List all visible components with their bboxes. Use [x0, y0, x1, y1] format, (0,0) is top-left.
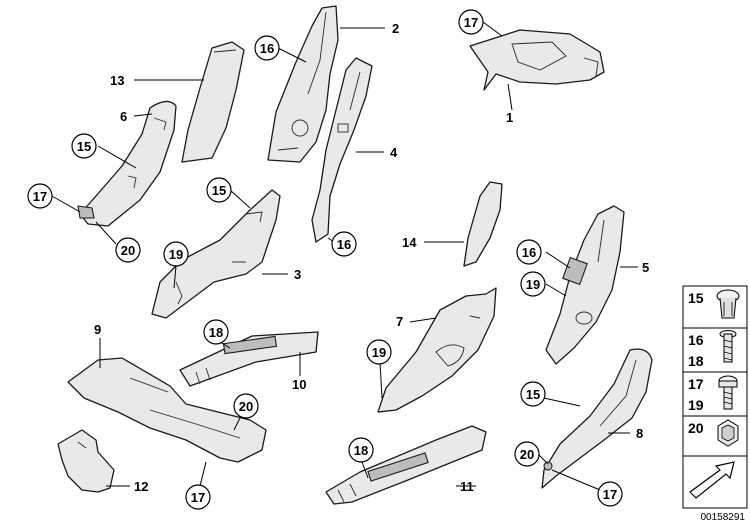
- part-11-rear-sill-plate: [325, 425, 487, 505]
- callout-18-bottom: 18: [348, 437, 374, 463]
- label-part-10: 10: [292, 377, 306, 392]
- part-7-center-sill-trim: [377, 287, 497, 413]
- direction-arrow-icon: [689, 461, 735, 499]
- part-13-pillar-strip: [181, 41, 245, 163]
- hardware-legend: 15 16 18 17 19 20: [682, 285, 748, 509]
- svg-text:19: 19: [372, 345, 386, 360]
- callout-17-left: 17: [27, 183, 53, 209]
- bolt-icon: [719, 330, 737, 363]
- label-part-7: 7: [396, 314, 403, 329]
- callout-15-right: 15: [520, 381, 546, 407]
- callout-16-upper: 16: [254, 35, 280, 61]
- catalog-number: 00158291: [701, 512, 746, 523]
- callout-18-left: 18: [203, 319, 229, 345]
- label-part-3: 3: [294, 267, 301, 282]
- callout-20-right: 20: [514, 441, 540, 467]
- callout-19-right: 19: [520, 271, 546, 297]
- callout-19-center: 19: [366, 339, 392, 365]
- callout-17-bottom-right: 17: [597, 481, 623, 507]
- clip-icon: [716, 289, 740, 319]
- label-part-1: 1: [506, 110, 513, 125]
- part-1-upper-cover: [469, 29, 605, 91]
- part-9-long-sill-cover: [67, 357, 267, 463]
- svg-text:17: 17: [464, 15, 478, 30]
- callout-15-middle: 15: [206, 177, 232, 203]
- callout-16-middle: 16: [331, 231, 357, 257]
- svg-text:18: 18: [354, 443, 368, 458]
- callout-17-top: 17: [458, 9, 484, 35]
- svg-text:20: 20: [239, 399, 253, 414]
- label-part-9: 9: [94, 322, 101, 337]
- legend-label-18: 18: [688, 353, 704, 369]
- part-14-rear-pillar-strip: [463, 181, 503, 267]
- callout-20-left: 20: [115, 237, 141, 263]
- svg-text:17: 17: [33, 189, 47, 204]
- part-2-b-pillar-trim: [267, 5, 339, 163]
- label-part-5: 5: [642, 260, 649, 275]
- label-part-11: 11: [460, 479, 474, 494]
- svg-text:16: 16: [337, 237, 351, 252]
- svg-text:17: 17: [191, 490, 205, 505]
- leader-lines: [51, 21, 638, 491]
- svg-text:18: 18: [209, 325, 223, 340]
- svg-text:15: 15: [212, 183, 226, 198]
- label-part-13: 13: [110, 73, 124, 88]
- part-4-pillar-bracket: [311, 57, 373, 243]
- screw-icon: [718, 375, 738, 410]
- label-part-8: 8: [636, 426, 643, 441]
- part-12-end-cap: [57, 429, 115, 493]
- svg-text:20: 20: [121, 243, 135, 258]
- label-part-4: 4: [390, 145, 398, 160]
- legend-label-16: 16: [688, 332, 704, 348]
- legend-label-17: 17: [688, 376, 704, 392]
- svg-text:15: 15: [77, 139, 91, 154]
- svg-text:19: 19: [526, 277, 540, 292]
- callout-15-left: 15: [71, 133, 97, 159]
- svg-text:15: 15: [526, 387, 540, 402]
- callout-20-center: 20: [233, 393, 259, 419]
- svg-text:19: 19: [169, 247, 183, 262]
- legend-label-15: 15: [688, 290, 704, 306]
- label-part-6: 6: [120, 109, 127, 124]
- part-10-sill-plate: [179, 331, 319, 387]
- legend-label-19: 19: [688, 397, 704, 413]
- nut-icon: [717, 419, 739, 447]
- svg-text:17: 17: [603, 487, 617, 502]
- part-5-rear-pillar-panel: [545, 205, 625, 365]
- svg-text:16: 16: [260, 41, 274, 56]
- callout-19-left: 19: [163, 241, 189, 267]
- label-part-12: 12: [134, 479, 148, 494]
- svg-text:20: 20: [520, 447, 534, 462]
- label-part-2: 2: [392, 21, 399, 36]
- legend-label-20: 20: [688, 420, 704, 436]
- callout-17-bottom-left: 17: [185, 484, 211, 510]
- svg-text:16: 16: [522, 245, 536, 260]
- part-8-rear-curved-trim: [541, 348, 653, 489]
- label-part-14: 14: [402, 235, 417, 250]
- callout-16-right: 16: [516, 239, 542, 265]
